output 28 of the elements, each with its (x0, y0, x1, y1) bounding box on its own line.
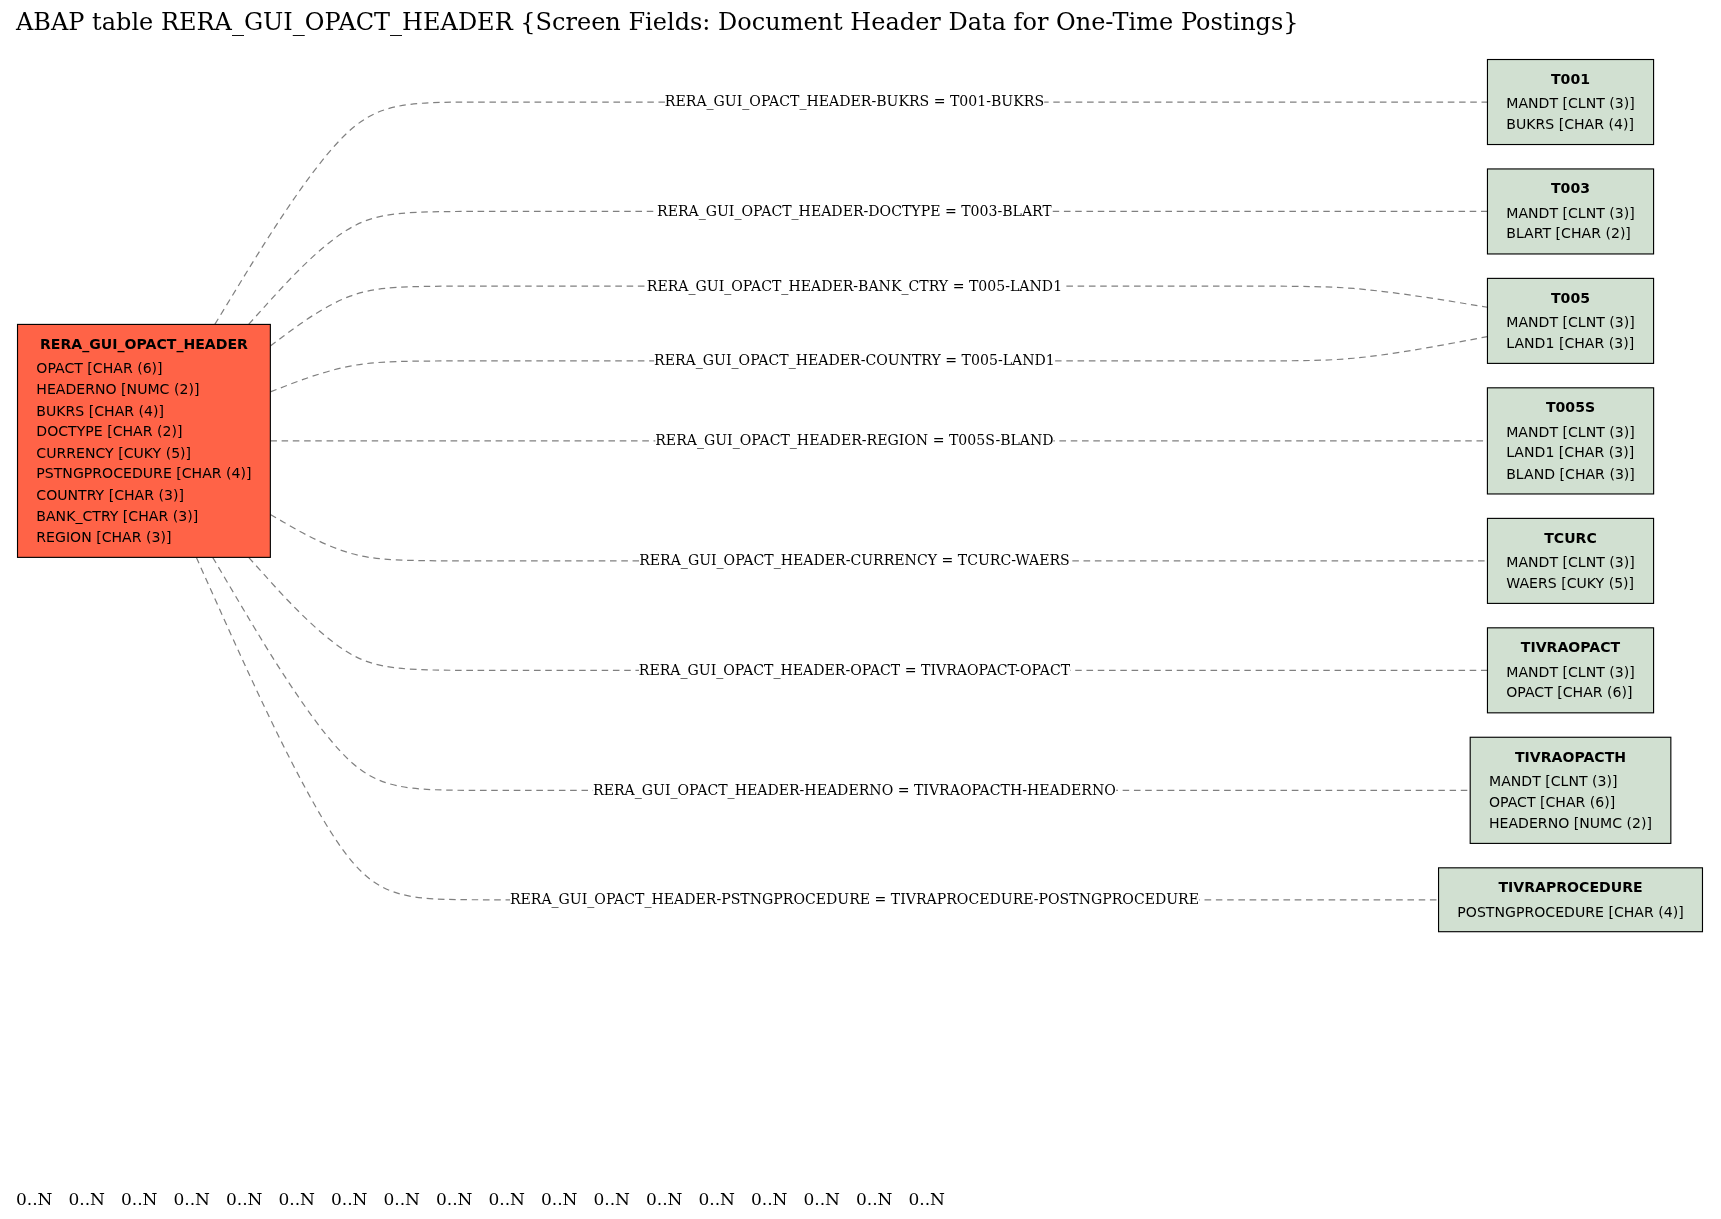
table-box: TCURC MANDT [CLNT (3)] WAERS [CUKY (5)] (1486, 517, 1655, 604)
cardinality-label: 0..N (383, 1189, 420, 1209)
cardinality-label: 0..N (593, 1189, 630, 1209)
cardinality-label: 0..N (173, 1189, 210, 1209)
table-box: TIVRAPROCEDURE POSTNGPROCEDURE [CHAR (4)] (1438, 867, 1704, 933)
cardinality-label: 0..N (331, 1189, 368, 1209)
cardinality-label: 0..N (803, 1189, 840, 1209)
table-box: TIVRAOPACTH MANDT [CLNT (3)] OPACT [CHAR (6)] HEADERNO [NUMC (2)] (1469, 736, 1672, 844)
cardinality-label: 0..N (16, 1189, 53, 1209)
cardinality-label: 0..N (436, 1189, 473, 1209)
cardinality-label: 0..N (278, 1189, 315, 1209)
cardinality-label: 0..N (541, 1189, 578, 1209)
cardinality-label: 0..N (488, 1189, 525, 1209)
cardinality-label: 0..N (646, 1189, 683, 1209)
table-box: T005 MANDT [CLNT (3)] LAND1 [CHAR (3)] (1486, 277, 1655, 364)
table-box: RERA_GUI_OPACT_HEADER OPACT [CHAR (6)] HEADERNO [NUMC (2)] BUKRS [CHAR (4)] DOCTYPE [CHAR (2)] CURRENCY [CUKY (5)] PSTNGPROCEDURE [CHAR (4)] COUNTRY [CHAR (3)] BANK_CTRY [CHAR (3)] REGION [CHAR (3)] (16, 323, 271, 558)
cardinality-label: 0..N (226, 1189, 263, 1209)
cardinality-label: 0..N (751, 1189, 788, 1209)
cardinality-label: 0..N (68, 1189, 105, 1209)
table-box: T005S MANDT [CLNT (3)] LAND1 [CHAR (3)] BLAND [CHAR (3)] (1486, 387, 1655, 495)
table-box: TIVRAOPACT MANDT [CLNT (3)] OPACT [CHAR (6)] (1486, 627, 1655, 714)
cardinality-label: 0..N (856, 1189, 893, 1209)
table-box: T003 MANDT [CLNT (3)] BLART [CHAR (2)] (1486, 168, 1655, 255)
table-box: T001 MANDT [CLNT (3)] BUKRS [CHAR (4)] (1486, 58, 1655, 146)
cardinality-label: 0..N (121, 1189, 158, 1209)
cardinality-label: 0..N (698, 1189, 735, 1209)
diagram-title: ABAP table RERA_GUI_OPACT_HEADER {Screen Fields: Document Header Data for One-Time Postings} (16, 8, 1299, 36)
cardinality-label: 0..N (908, 1189, 945, 1209)
